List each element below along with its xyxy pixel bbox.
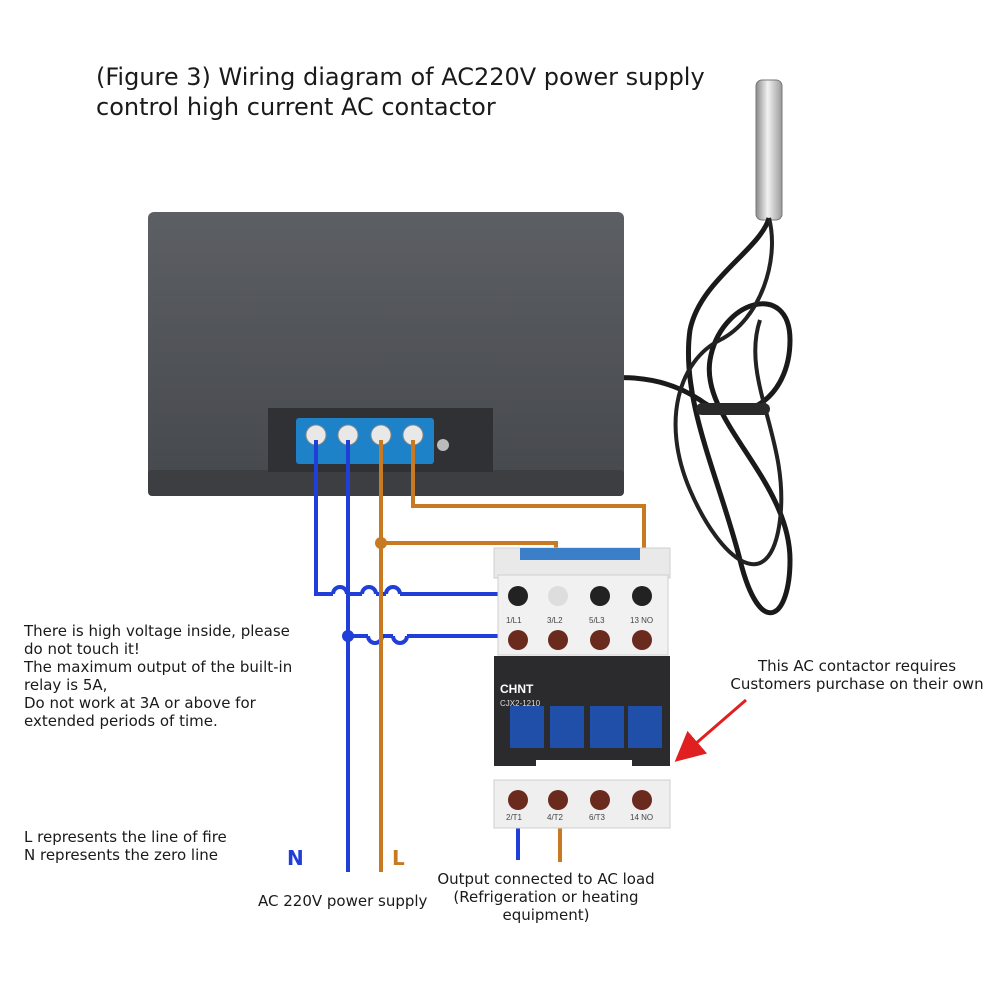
terminal-label-2-t1: 2/T1 bbox=[506, 813, 523, 822]
contactor-note-line-1: This AC contactor requires bbox=[757, 657, 957, 675]
terminal-label-14-no: 14 NO bbox=[630, 813, 653, 822]
legend-line-n: N represents the zero line bbox=[24, 846, 218, 864]
terminal-label-13-no: 13 NO bbox=[630, 616, 653, 625]
ac-contactor: CHNT CJX2-1210 1/L1 3/L2 5/L3 13 NO 2/T1… bbox=[493, 547, 671, 829]
controller-body bbox=[148, 212, 624, 496]
figure-title: (Figure 3) Wiring diagram of AC220V powe… bbox=[96, 62, 705, 122]
warning-note: There is high voltage inside, please do … bbox=[24, 622, 292, 730]
output-note-line-2: (Refrigeration or heating bbox=[453, 888, 639, 906]
terminal-label-6-t3: 6/T3 bbox=[589, 813, 606, 822]
output-note-line-1: Output connected to AC load bbox=[437, 870, 655, 888]
title-line-2: control high current AC contactor bbox=[96, 93, 496, 121]
neutral-label: N bbox=[287, 846, 304, 870]
terminal-label-5-l3: 5/L3 bbox=[589, 616, 605, 625]
contactor-note: This AC contactor requires Customers pur… bbox=[716, 657, 998, 693]
terminal-label-4-t2: 4/T2 bbox=[547, 813, 564, 822]
terminal-label-3-l2: 3/L2 bbox=[547, 616, 563, 625]
contactor-model: CJX2-1210 bbox=[500, 699, 541, 708]
title-line-1: (Figure 3) Wiring diagram of AC220V powe… bbox=[96, 63, 705, 91]
warning-line-5: Do not work at 3A or above for bbox=[24, 694, 256, 712]
warning-line-4: relay is 5A, bbox=[24, 676, 108, 694]
temperature-probe bbox=[458, 79, 793, 615]
legend-line-l: L represents the line of fire bbox=[24, 828, 227, 846]
output-note: Output connected to AC load (Refrigerati… bbox=[420, 870, 672, 924]
contactor-brand: CHNT bbox=[500, 682, 534, 696]
warning-line-3: The maximum output of the built-in bbox=[24, 658, 293, 676]
terminal-block bbox=[296, 418, 434, 464]
power-supply-label: AC 220V power supply bbox=[258, 892, 428, 910]
warning-line-6: extended periods of time. bbox=[24, 712, 218, 730]
warning-line-2: do not touch it! bbox=[24, 640, 140, 658]
pointer-arrow bbox=[674, 698, 747, 762]
legend-note: L represents the line of fire N represen… bbox=[24, 828, 227, 864]
contactor-note-line-2: Customers purchase on their own bbox=[730, 675, 984, 693]
output-note-line-3: equipment) bbox=[502, 906, 590, 924]
terminal-label-1-l1: 1/L1 bbox=[506, 616, 522, 625]
live-label: L bbox=[392, 846, 405, 870]
warning-line-1: There is high voltage inside, please bbox=[24, 622, 290, 640]
